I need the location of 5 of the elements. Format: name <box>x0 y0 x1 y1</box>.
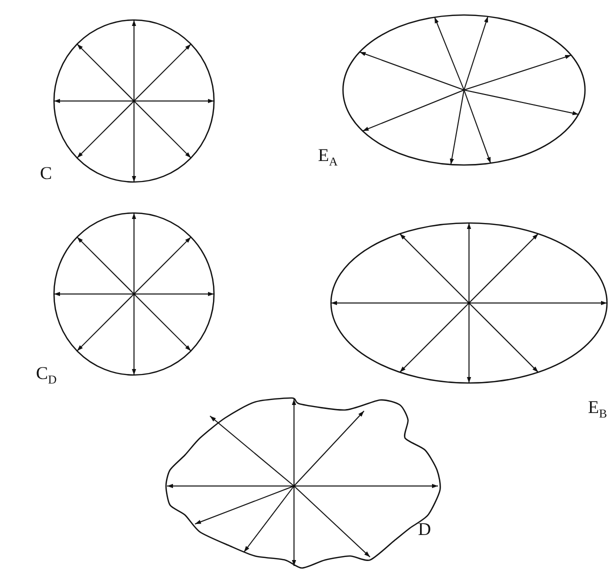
shape-label: D <box>418 520 431 538</box>
shape-label: E$_{B}$ <box>588 398 608 420</box>
shape-label: C <box>40 164 52 182</box>
shape-label: E$_{A}$ <box>318 146 338 168</box>
shape-label: C$_{D}$ <box>36 364 57 386</box>
